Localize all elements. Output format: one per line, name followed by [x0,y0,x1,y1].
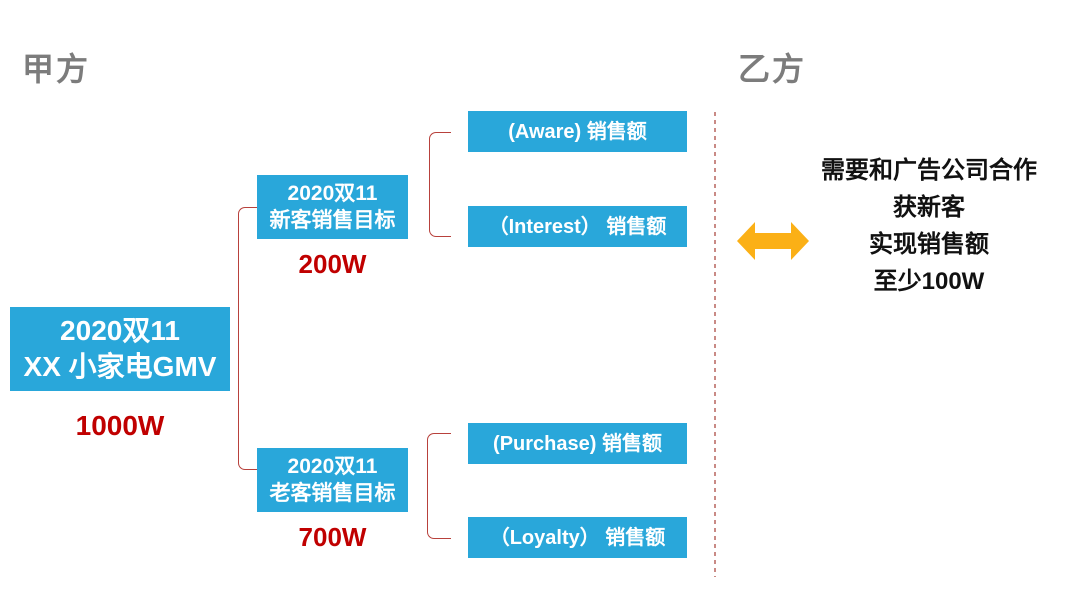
party-divider-dashed-line [714,112,716,577]
root-gmv-title-line2: XX 小家电GMV [23,351,217,382]
purchase-sales-box: (Purchase) 销售额 [468,423,687,464]
root-to-branches-connector [238,207,258,470]
partner-note-line: 实现销售额 [869,231,989,258]
root-gmv-value: 1000W [75,410,165,441]
new-customer-goal-line2: 新客销售目标 [269,209,396,232]
new-customer-goal-line1: 2020双11 [287,181,378,205]
loyalty-sales-box: （Loyalty） 销售额 [468,517,687,558]
new-customer-goal-box: 2020双11 新客销售目标 [257,175,408,239]
returning-customer-goal-line2: 老客销售目标 [269,482,396,505]
returning-customer-to-leaves-connector [427,433,451,539]
partner-note-block: 需要和广告公司合作 获新客 实现销售额 至少100W [788,152,1070,300]
party-b-heading: 乙方 [738,51,807,87]
returning-customer-goal-box: 2020双11 老客销售目标 [257,448,408,512]
partner-note-line: 至少100W [873,268,985,295]
double-arrow-icon [736,218,810,264]
party-a-heading: 甲方 [22,51,91,87]
partner-note-line: 获新客 [893,194,965,221]
partner-note-line: 需要和广告公司合作 [821,157,1037,184]
returning-customer-goal-line1: 2020双11 [287,454,378,478]
interest-sales-box: （Interest） 销售额 [468,206,687,247]
new-customer-goal-value: 200W [298,249,367,279]
root-gmv-title-line1: 2020双11 [60,314,180,346]
returning-customer-goal-value: 700W [298,522,367,552]
new-customer-to-leaves-connector [429,132,451,237]
root-gmv-box: 2020双11 XX 小家电GMV [10,307,230,391]
aware-sales-box: (Aware) 销售额 [468,111,687,152]
